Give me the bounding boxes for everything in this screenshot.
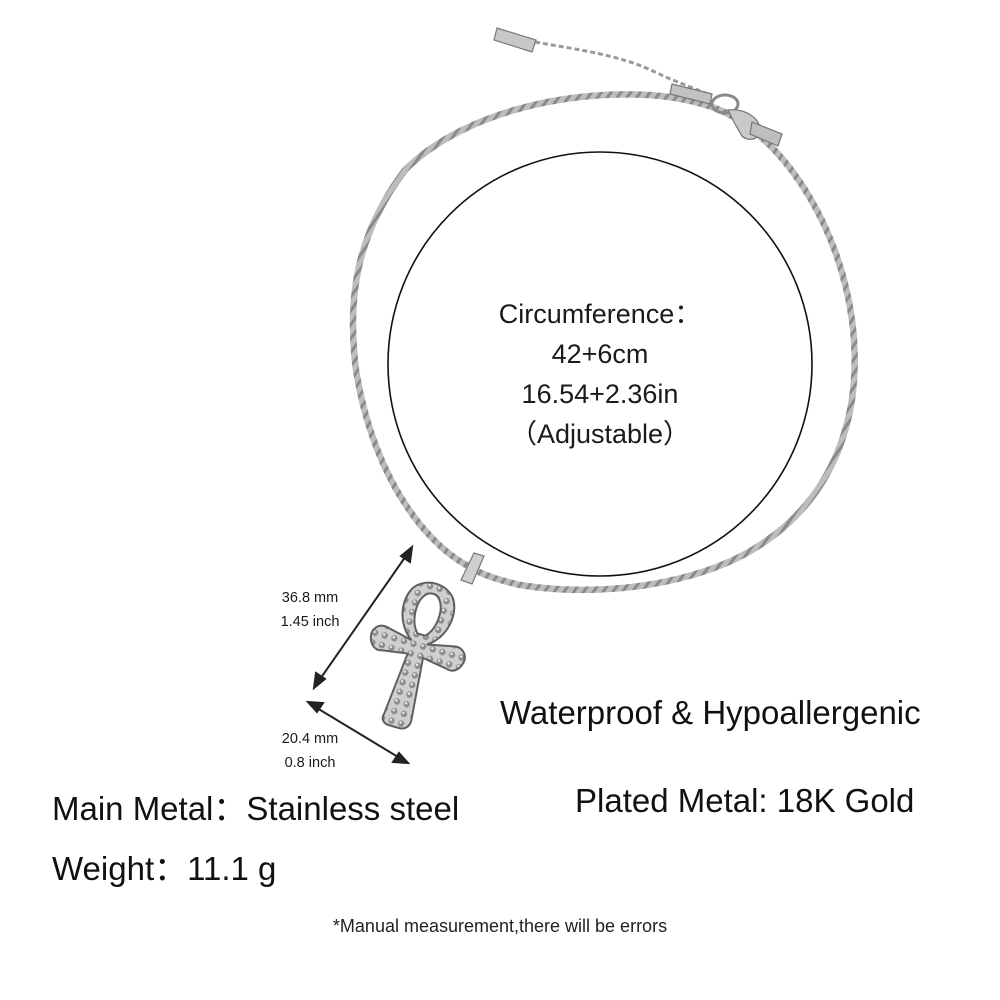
circumference-adjustable: （Adjustable） <box>509 419 691 449</box>
circumference-label: Circumference： <box>498 299 702 329</box>
waterproof-label: Waterproof & Hypoallergenic <box>500 694 921 731</box>
circumference-inch: 16.54+2.36in <box>521 379 679 409</box>
pendant-bail <box>460 552 485 585</box>
lobster-clasp-icon <box>710 93 783 147</box>
width-mm-label: 20.4 mm <box>281 731 339 747</box>
length-mm-label: 36.8 mm <box>281 590 339 606</box>
measurement-footnote: *Manual measurement,there will be errors <box>332 916 668 936</box>
ankh-pendant-icon <box>369 581 466 730</box>
rope-chain <box>349 91 858 594</box>
extender-chain <box>493 27 713 105</box>
main-metal-label: Main Metal：Stainless steel <box>52 790 460 827</box>
plated-metal-label: Plated Metal: 18K Gold <box>575 782 915 819</box>
width-inch-label: 0.8 inch <box>284 755 336 771</box>
circumference-circle <box>387 151 813 577</box>
circumference-cm: 42+6cm <box>551 339 649 369</box>
length-arrow-icon <box>312 544 414 691</box>
weight-label: Weight：11.1 g <box>52 850 277 887</box>
width-arrow-icon <box>305 700 411 765</box>
length-inch-label: 1.45 inch <box>280 614 340 630</box>
